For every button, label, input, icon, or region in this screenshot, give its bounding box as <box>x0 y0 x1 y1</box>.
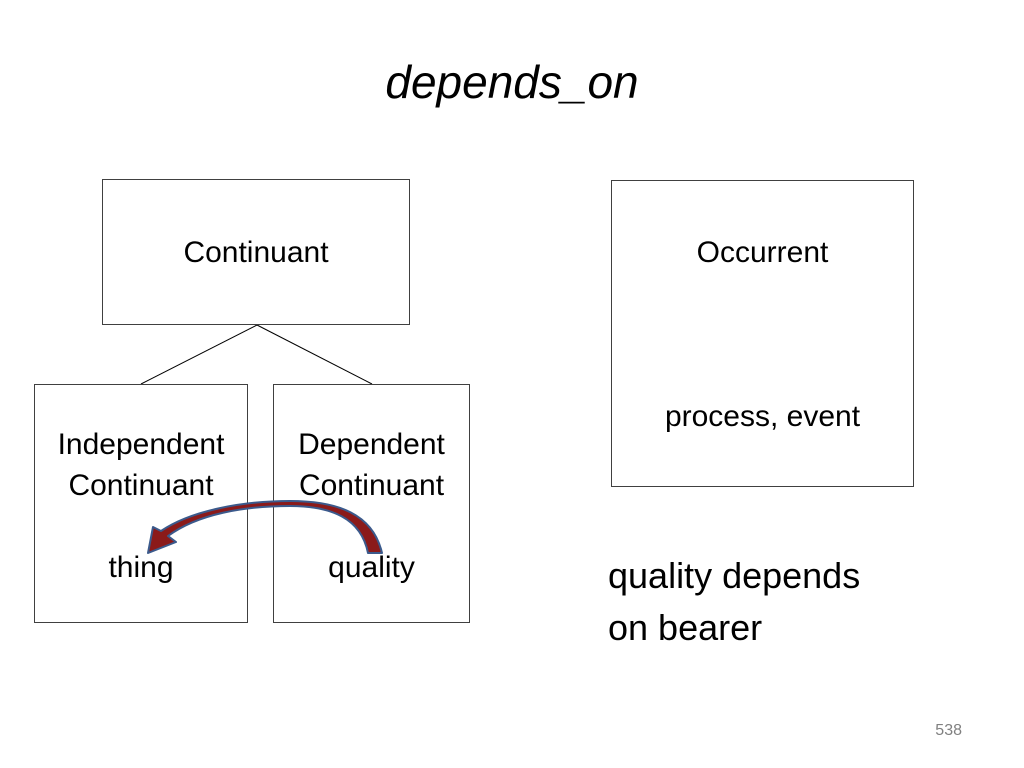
dependent-label-line1: Dependent <box>298 428 445 461</box>
dependent-continuant-box: Dependent Continuant quality <box>273 384 470 623</box>
independent-label-line2: Continuant <box>68 469 214 502</box>
independent-label-line1: Independent <box>57 428 225 461</box>
dependent-label-line2: Continuant <box>298 469 445 502</box>
independent-continuant-box: Independent Continuant thing <box>34 384 248 623</box>
caption-line-1: quality depends <box>608 555 861 596</box>
connector-to-independent <box>140 324 258 385</box>
connector-to-dependent <box>256 324 373 385</box>
continuant-label: Continuant <box>183 236 329 269</box>
occurrent-box: Occurrent process, event <box>611 180 914 487</box>
continuant-box: Continuant <box>102 179 410 325</box>
occurrent-example: process, event <box>664 400 861 433</box>
page-number: 538 <box>935 722 962 739</box>
occurrent-label: Occurrent <box>696 236 829 269</box>
dependent-example: quality <box>328 551 415 584</box>
slide-title: depends_on <box>385 56 639 108</box>
caption-line-2: on bearer <box>608 607 763 648</box>
independent-example: thing <box>108 551 174 584</box>
caption: quality depends on bearer <box>608 550 968 654</box>
